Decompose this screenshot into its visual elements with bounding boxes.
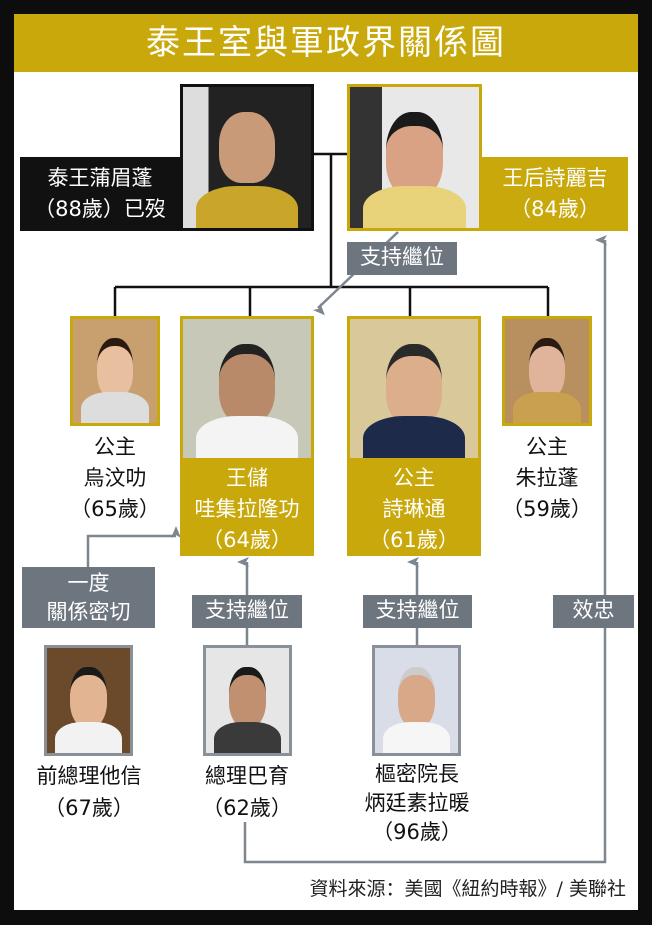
relation-thaksin-line2: 關係密切 bbox=[46, 600, 131, 624]
relation-thaksin-close: 一度 關係密切 bbox=[22, 567, 155, 628]
prayut-name: 總理巴育 bbox=[205, 764, 289, 788]
family-tree-lines bbox=[113, 152, 550, 316]
princess-ubol-photo bbox=[70, 316, 160, 426]
prayut-age: （62歲） bbox=[202, 796, 292, 820]
princess-ubol-age: （65歲） bbox=[70, 497, 160, 521]
princess-ubol-label: 公主 烏汶叻 （65歲） bbox=[55, 432, 175, 525]
thaksin-label: 前總理他信 （67歲） bbox=[14, 760, 164, 824]
source-credit: 資料來源：美國《紐約時報》/ 美聯社 bbox=[309, 878, 626, 900]
queen-label: 王后詩麗吉 （84歲） bbox=[482, 157, 628, 231]
crown-prince-name: 哇集拉隆功 bbox=[194, 497, 300, 521]
prayut-photo bbox=[203, 645, 292, 756]
king-photo bbox=[180, 84, 314, 231]
princess-ubol-title: 公主 bbox=[94, 435, 136, 459]
crown-prince-title: 王儲 bbox=[226, 466, 268, 490]
relation-loyalty: 效忠 bbox=[553, 595, 634, 628]
crown-prince-label: 王儲 哇集拉隆功 （64歲） bbox=[180, 461, 314, 556]
princess-sirindhorn-age: （61歲） bbox=[369, 528, 459, 552]
princess-chulabhorn-title: 公主 bbox=[526, 435, 568, 459]
thaksin-age: （67歲） bbox=[44, 796, 134, 820]
prayut-label: 總理巴育 （62歲） bbox=[172, 760, 322, 824]
relation-prayut-supports-prince: 支持繼位 bbox=[192, 595, 302, 628]
king-age: （88歲）已歿 bbox=[34, 197, 166, 221]
princess-sirindhorn-label: 公主 詩琳通 （61歲） bbox=[347, 461, 481, 556]
prem-label: 樞密院長 炳廷素拉暖 （96歲） bbox=[342, 760, 492, 847]
princess-chulabhorn-photo bbox=[502, 316, 592, 426]
princess-chulabhorn-name: 朱拉蓬 bbox=[515, 466, 579, 490]
queen-name: 王后詩麗吉 bbox=[502, 166, 608, 190]
princess-sirindhorn-photo bbox=[347, 316, 481, 461]
queen-age: （84歲） bbox=[510, 197, 600, 221]
crown-prince-photo bbox=[180, 316, 314, 461]
prem-name: 炳廷素拉暖 bbox=[364, 791, 470, 815]
princess-ubol-name: 烏汶叻 bbox=[83, 466, 147, 490]
relation-thaksin-line1: 一度 bbox=[67, 571, 110, 595]
thaksin-photo bbox=[44, 645, 133, 756]
princess-chulabhorn-age: （59歲） bbox=[502, 497, 592, 521]
thaksin-name: 前總理他信 bbox=[36, 764, 142, 788]
prem-title: 樞密院長 bbox=[375, 762, 459, 786]
princess-sirindhorn-title: 公主 bbox=[393, 466, 435, 490]
prem-photo bbox=[372, 645, 461, 756]
princess-chulabhorn-label: 公主 朱拉蓬 （59歲） bbox=[487, 432, 607, 525]
crown-prince-age: （64歲） bbox=[202, 528, 292, 552]
king-label: 泰王蒲眉蓬 （88歲）已歿 bbox=[20, 157, 180, 231]
king-name: 泰王蒲眉蓬 bbox=[47, 166, 153, 190]
queen-photo bbox=[347, 84, 482, 231]
prem-age: （96歲） bbox=[372, 820, 462, 844]
princess-sirindhorn-name: 詩琳通 bbox=[382, 497, 446, 521]
diagram-title: 泰王室與軍政界關係圖 bbox=[14, 14, 638, 72]
relation-queen-supports-prince: 支持繼位 bbox=[347, 242, 457, 275]
relation-prem-supports-sirindhorn: 支持繼位 bbox=[363, 595, 472, 628]
